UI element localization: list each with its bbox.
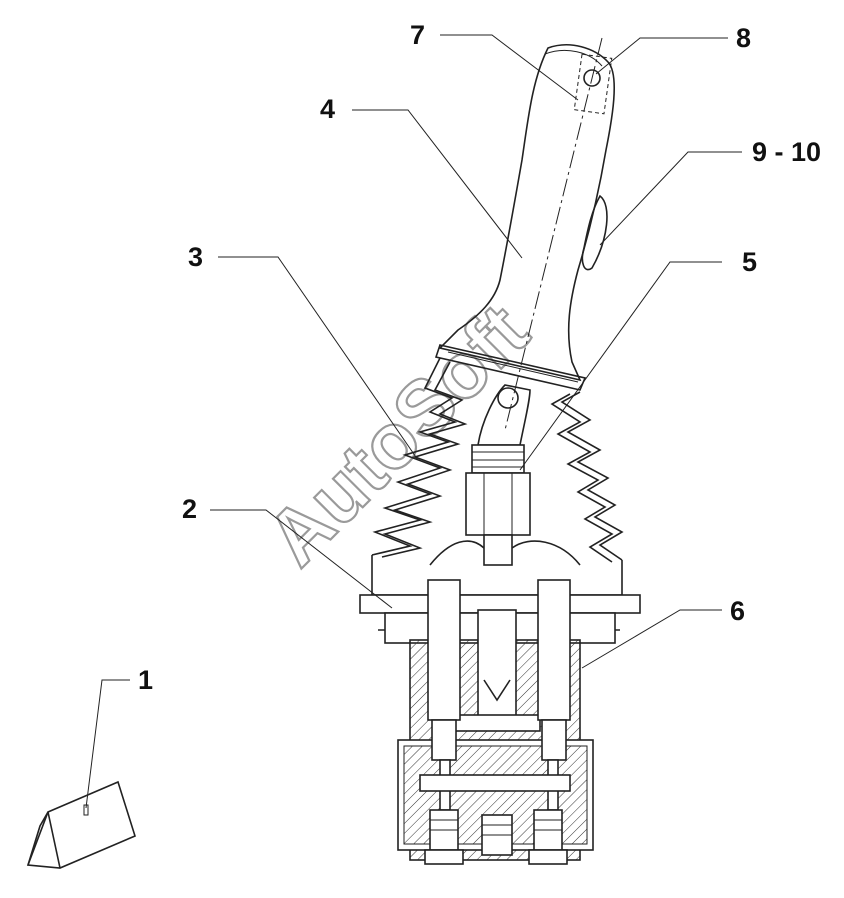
callout-2: 2 xyxy=(182,494,197,524)
shaft-assembly xyxy=(429,384,581,566)
callout-5: 5 xyxy=(742,247,757,277)
callout-8: 8 xyxy=(736,23,751,53)
callout-4: 4 xyxy=(320,94,335,124)
leader-lines xyxy=(85,34,742,809)
rubber-boot xyxy=(371,357,624,563)
label-tag xyxy=(26,780,136,869)
callout-7: 7 xyxy=(410,20,425,50)
callout-1: 1 xyxy=(138,665,153,695)
callout-9-10: 9 - 10 xyxy=(752,137,821,167)
callout-6: 6 xyxy=(730,596,745,626)
valve-housing xyxy=(397,579,594,865)
joystick-handle xyxy=(434,37,616,431)
callout-3: 3 xyxy=(188,242,203,272)
